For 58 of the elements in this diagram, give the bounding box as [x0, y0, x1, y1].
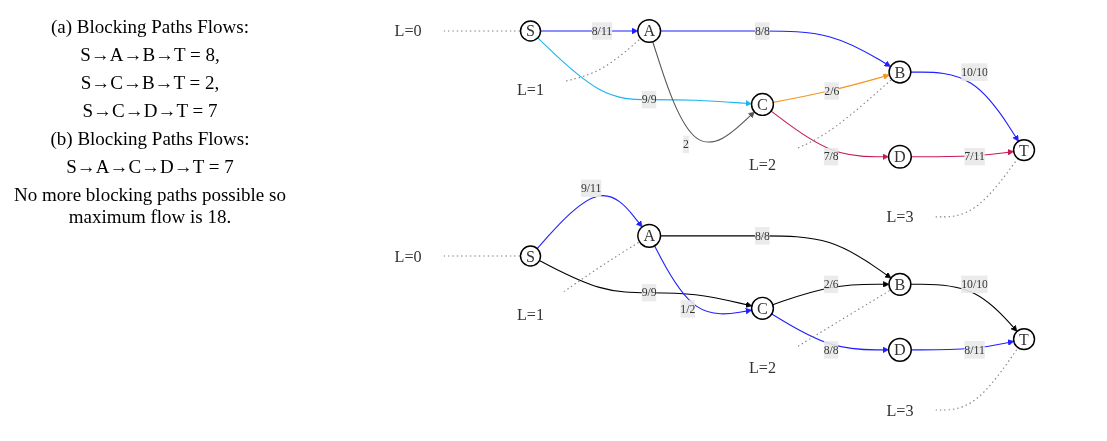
- node-text: L=0: [394, 246, 422, 266]
- edge-label: 8/8: [754, 24, 770, 37]
- node-text: L=1: [516, 80, 545, 99]
- arrow: [910, 71, 1019, 142]
- node-text: L=3: [886, 400, 914, 420]
- arrow: [538, 260, 753, 308]
- edge-label: 1/2: [680, 302, 696, 315]
- arrow: [537, 37, 752, 107]
- node-text: L=1: [516, 305, 545, 324]
- edge-label: 8/11: [591, 24, 613, 37]
- heading-text: (b) Blocking Paths Flows:: [50, 128, 250, 150]
- edge-label: 8/8: [823, 343, 839, 356]
- arrow: [660, 235, 892, 279]
- node-text: L=0: [394, 21, 422, 41]
- arrow: [771, 313, 889, 354]
- edge-label: 8/11: [964, 343, 985, 356]
- heading-text: S→C→D→T = 7: [82, 100, 218, 122]
- heading-text: S→A→C→D→T = 7: [66, 156, 234, 178]
- arrow: [770, 110, 889, 160]
- arrow: [772, 281, 890, 306]
- node-text: L=2: [748, 358, 776, 378]
- heading-text: S→A→B→T = 8,: [80, 44, 220, 66]
- arrow: [772, 73, 890, 103]
- arrow: [536, 195, 643, 250]
- node-circle: T: [1012, 138, 1036, 162]
- arrow: [660, 30, 891, 67]
- heading-text: S→C→B→T = 2,: [80, 72, 220, 94]
- edge-label: 10/10: [961, 277, 988, 291]
- node-circle: C: [750, 92, 775, 117]
- node-circle: T: [1012, 327, 1036, 351]
- node-circle: D: [887, 337, 912, 362]
- edge-label: 8/8: [754, 229, 770, 242]
- heading-text: (a) Blocking Paths Flows:: [51, 16, 249, 38]
- node-circle: S: [519, 20, 542, 42]
- node-circle: B: [888, 272, 912, 296]
- node-circle: D: [887, 144, 912, 169]
- node-circle: S: [519, 245, 542, 267]
- edge-label: 9/11: [580, 181, 602, 195]
- arrow: [910, 283, 1018, 332]
- connector: [797, 78, 893, 149]
- edge-label: 9/9: [641, 93, 657, 106]
- edge-label: 7/11: [964, 150, 985, 163]
- heading-text: No more blocking paths possible so maximum flow is 18.: [13, 184, 287, 228]
- node-text: L=3: [886, 207, 914, 227]
- node-circle: A: [637, 223, 662, 248]
- node-circle: C: [750, 296, 775, 320]
- node-circle: B: [888, 60, 912, 84]
- connector: [565, 37, 642, 82]
- edge-label: 2/6: [823, 277, 839, 291]
- edge-label: 9/9: [641, 286, 657, 299]
- node-text: L=2: [748, 154, 776, 174]
- edge-label: 10/10: [961, 65, 988, 78]
- edge-label: 2/6: [824, 84, 840, 97]
- arrow: [653, 245, 752, 315]
- arrow: [652, 41, 755, 143]
- node-circle: A: [637, 18, 662, 44]
- edge-label: 2: [683, 137, 689, 151]
- edge-label: 7/8: [823, 150, 839, 163]
